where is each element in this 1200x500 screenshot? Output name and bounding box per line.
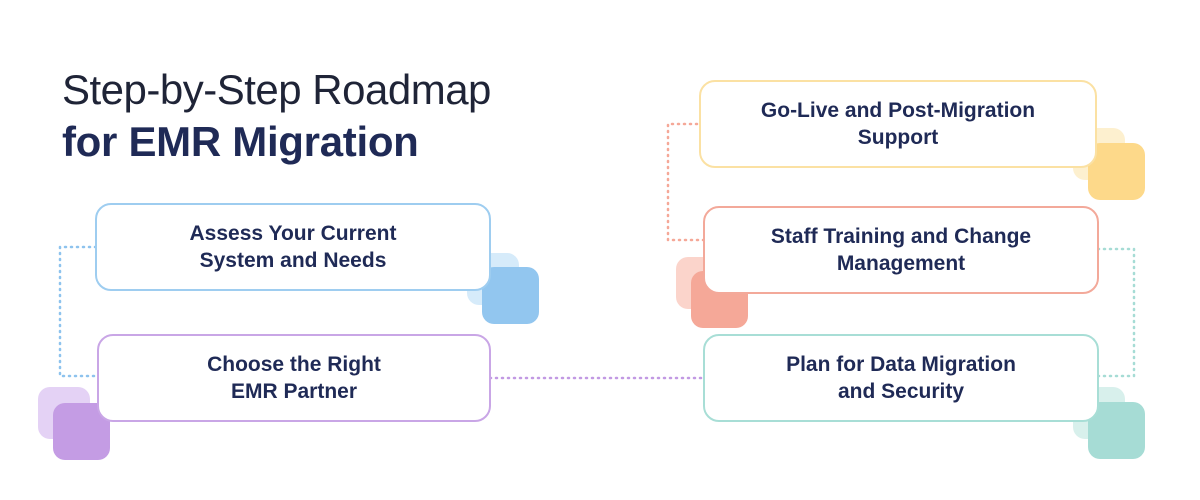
step-label-choose: Choose the Right EMR Partner xyxy=(207,353,381,403)
step-card-choose: Choose the Right EMR Partner xyxy=(97,334,491,422)
connector-training-golive xyxy=(666,122,706,242)
step-card-assess: Assess Your Current System and Needs xyxy=(95,203,491,291)
connector-assess-choose xyxy=(58,245,100,378)
step-card-plan: Plan for Data Migration and Security xyxy=(703,334,1099,422)
deco-square-yellow xyxy=(1088,143,1145,200)
deco-square-blue xyxy=(482,267,539,324)
step-label-training: Staff Training and Change Management xyxy=(770,225,1032,275)
title-line-1: Step-by-Step Roadmap xyxy=(62,66,491,113)
page-title: Step-by-Step Roadmap for EMR Migration xyxy=(62,64,491,168)
title-line-2: for EMR Migration xyxy=(62,118,419,165)
step-label-plan: Plan for Data Migration and Security xyxy=(786,353,1016,403)
connector-plan-training xyxy=(1096,247,1136,378)
step-card-training: Staff Training and Change Management xyxy=(703,206,1099,294)
step-label-assess: Assess Your Current System and Needs xyxy=(189,222,397,272)
step-card-golive: Go-Live and Post-Migration Support xyxy=(699,80,1097,168)
step-label-golive: Go-Live and Post-Migration Support xyxy=(760,99,1036,149)
